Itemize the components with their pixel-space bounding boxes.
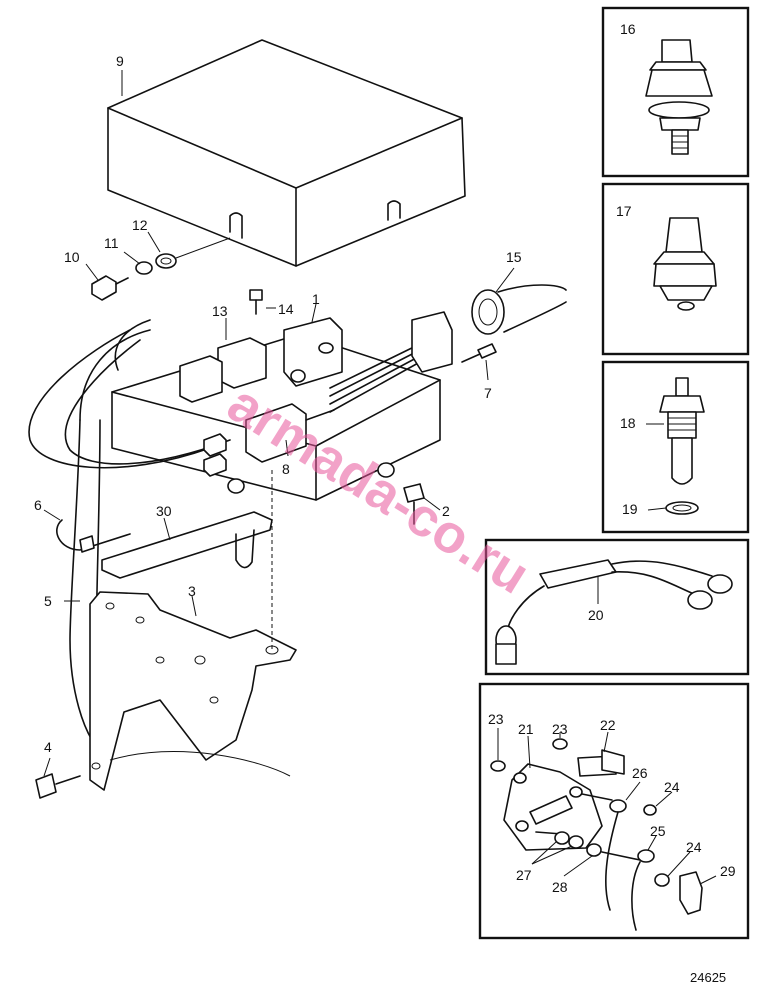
label-5: 5 xyxy=(44,593,52,609)
label-13: 13 xyxy=(212,303,228,319)
label-3: 3 xyxy=(188,583,196,599)
inset-18-sensor xyxy=(601,360,750,534)
label-23a: 23 xyxy=(488,711,504,727)
label-8: 8 xyxy=(282,461,290,477)
label-9: 9 xyxy=(116,53,124,69)
cable-tie xyxy=(56,519,131,553)
label-17: 17 xyxy=(616,203,632,219)
label-14: 14 xyxy=(278,301,294,317)
label-26: 26 xyxy=(632,765,648,781)
leader-lines xyxy=(43,70,515,777)
inset-16-sensor xyxy=(601,6,750,178)
label-18: 18 xyxy=(620,415,636,431)
bolt xyxy=(35,773,81,799)
label-7: 7 xyxy=(484,385,492,401)
knob-and-washers xyxy=(91,237,231,301)
wire-harness xyxy=(28,319,421,761)
relays xyxy=(179,337,267,403)
label-25: 25 xyxy=(650,823,666,839)
screws xyxy=(249,289,497,525)
round-connector xyxy=(411,284,567,373)
label-24a: 24 xyxy=(664,779,680,795)
label-4: 4 xyxy=(44,739,52,755)
background-contour xyxy=(109,751,291,777)
support-plate xyxy=(89,591,297,791)
inset-17-sensor xyxy=(601,182,750,356)
label-27: 27 xyxy=(516,867,532,883)
cover-box xyxy=(107,39,466,267)
label-11: 11 xyxy=(104,235,119,251)
label-28: 28 xyxy=(552,879,568,895)
inset-21-terminal-block xyxy=(478,682,750,940)
label-21: 21 xyxy=(518,721,534,737)
strap-plate xyxy=(101,511,273,579)
label-16: 16 xyxy=(620,21,636,37)
label-15: 15 xyxy=(506,249,522,265)
label-29: 29 xyxy=(720,863,736,879)
label-2: 2 xyxy=(442,503,450,519)
label-30: 30 xyxy=(156,503,172,519)
label-10: 10 xyxy=(64,249,80,265)
label-23b: 23 xyxy=(552,721,568,737)
inset-20-cable xyxy=(484,538,750,676)
label-6: 6 xyxy=(34,497,42,513)
switch-component xyxy=(245,403,335,463)
label-1: 1 xyxy=(312,291,320,307)
label-12: 12 xyxy=(132,217,148,233)
figure-number: 24625 xyxy=(690,970,726,985)
label-19: 19 xyxy=(622,501,638,517)
label-20: 20 xyxy=(588,607,604,623)
label-22: 22 xyxy=(600,717,616,733)
label-24b: 24 xyxy=(686,839,702,855)
